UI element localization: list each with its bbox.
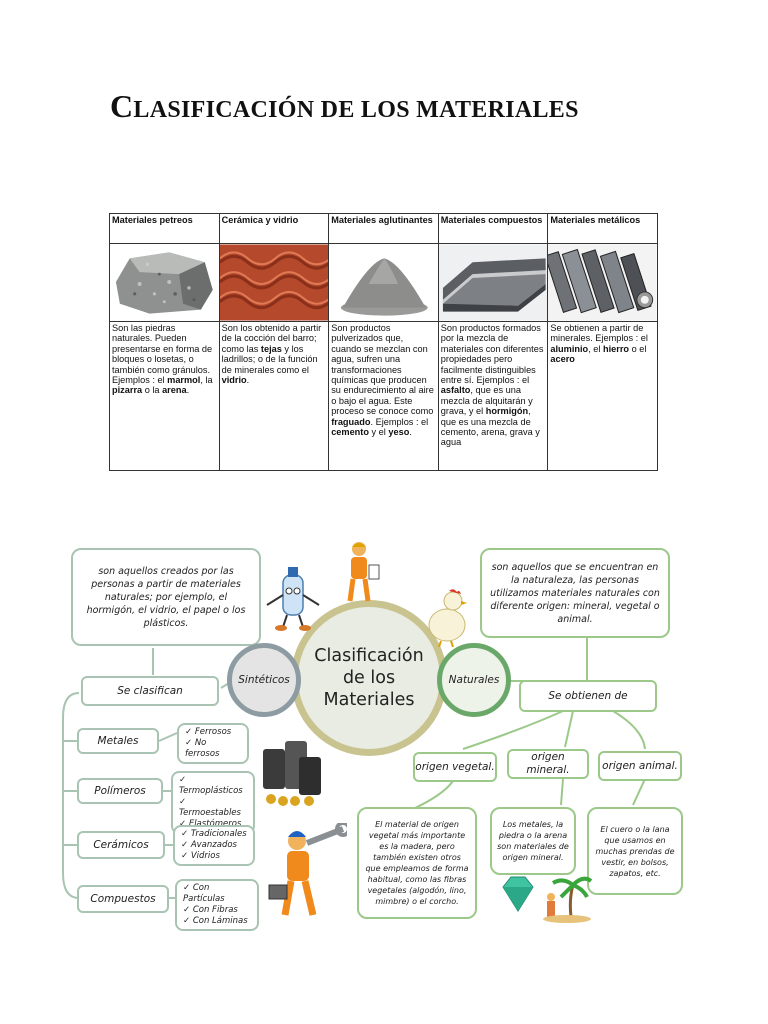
header-aglutinantes: Materiales aglutinantes bbox=[328, 213, 439, 244]
se-obtienen-label: Se obtienen de bbox=[519, 680, 657, 712]
header-ceramica: Cerámica y vidrio bbox=[218, 213, 330, 244]
metales-subtypes: Ferrosos No ferrosos bbox=[177, 723, 249, 764]
worker-icon bbox=[347, 542, 380, 602]
origen-vegetal-desc: El material de origen vegetal más import… bbox=[357, 807, 477, 919]
materials-table: Materiales petreos Cerámica y vidrio Mat… bbox=[109, 213, 658, 471]
connector-lines bbox=[62, 633, 646, 899]
header-metalicos: Materiales metálicos bbox=[547, 213, 658, 244]
origen-animal-desc: El cuero o la lana que usamos en muchas … bbox=[587, 807, 683, 895]
metal-profiles-image bbox=[548, 244, 657, 321]
header-petreos: Materiales petreos bbox=[109, 213, 220, 244]
desc-compuestos: Son productos formados por la mezcla de … bbox=[437, 321, 549, 471]
origen-mineral-label: origen mineral. bbox=[507, 749, 589, 779]
category-ceramicos: Cerámicos bbox=[77, 831, 165, 859]
compuestos-subtypes: Con Partículas Con Fibras Con Láminas bbox=[175, 879, 259, 931]
desc-aglutinantes: Son productos pulverizados que, cuando s… bbox=[328, 321, 439, 471]
category-polimeros: Polímeros bbox=[77, 778, 163, 804]
category-metales: Metales bbox=[77, 728, 159, 754]
page-title: CLASIFICACIÓN DE LOS MATERIALES bbox=[110, 88, 579, 124]
chicken-icon bbox=[428, 589, 467, 647]
desc-ceramica: Son los obtenido a partir de la cocción … bbox=[218, 321, 330, 471]
bottle-character-icon bbox=[266, 567, 320, 631]
category-compuestos: Compuestos bbox=[77, 885, 169, 913]
naturales-definition: son aquellos que se encuentran en la nat… bbox=[480, 548, 670, 638]
naturales-circle: Naturales bbox=[437, 643, 511, 717]
gem-icon bbox=[502, 876, 534, 912]
origen-vegetal-label: origen vegetal. bbox=[413, 752, 497, 782]
oil-barrels-icon bbox=[263, 741, 321, 806]
sinteticos-circle: Sintéticos bbox=[227, 643, 301, 717]
origen-mineral-desc: Los metales, la piedra o la arena son ma… bbox=[490, 807, 576, 875]
desc-petreos: Son las piedras naturales. Pueden presen… bbox=[109, 321, 220, 471]
polimeros-subtypes: Termoplásticos Termoestables Elastómeros bbox=[171, 771, 255, 834]
mechanic-with-wrench-icon bbox=[268, 823, 347, 916]
header-compuestos: Materiales compuestos bbox=[437, 213, 549, 244]
desc-metalicos: Se obtienen a partir de minerales. Ejemp… bbox=[547, 321, 658, 471]
ceramicos-subtypes: Tradicionales Avanzados Vidrios bbox=[173, 825, 255, 866]
se-clasifican-label: Se clasifican bbox=[81, 676, 219, 706]
composite-panel-image bbox=[438, 244, 548, 321]
roof-tiles-image bbox=[219, 244, 329, 321]
stone-image bbox=[110, 244, 219, 321]
sinteticos-definition: son aquellos creados por las personas a … bbox=[71, 548, 261, 646]
cement-powder-image bbox=[329, 244, 438, 321]
mind-map: son aquellos creados por las personas a … bbox=[53, 533, 685, 931]
palm-island-icon bbox=[543, 876, 593, 923]
origen-animal-label: origen animal. bbox=[598, 751, 682, 781]
